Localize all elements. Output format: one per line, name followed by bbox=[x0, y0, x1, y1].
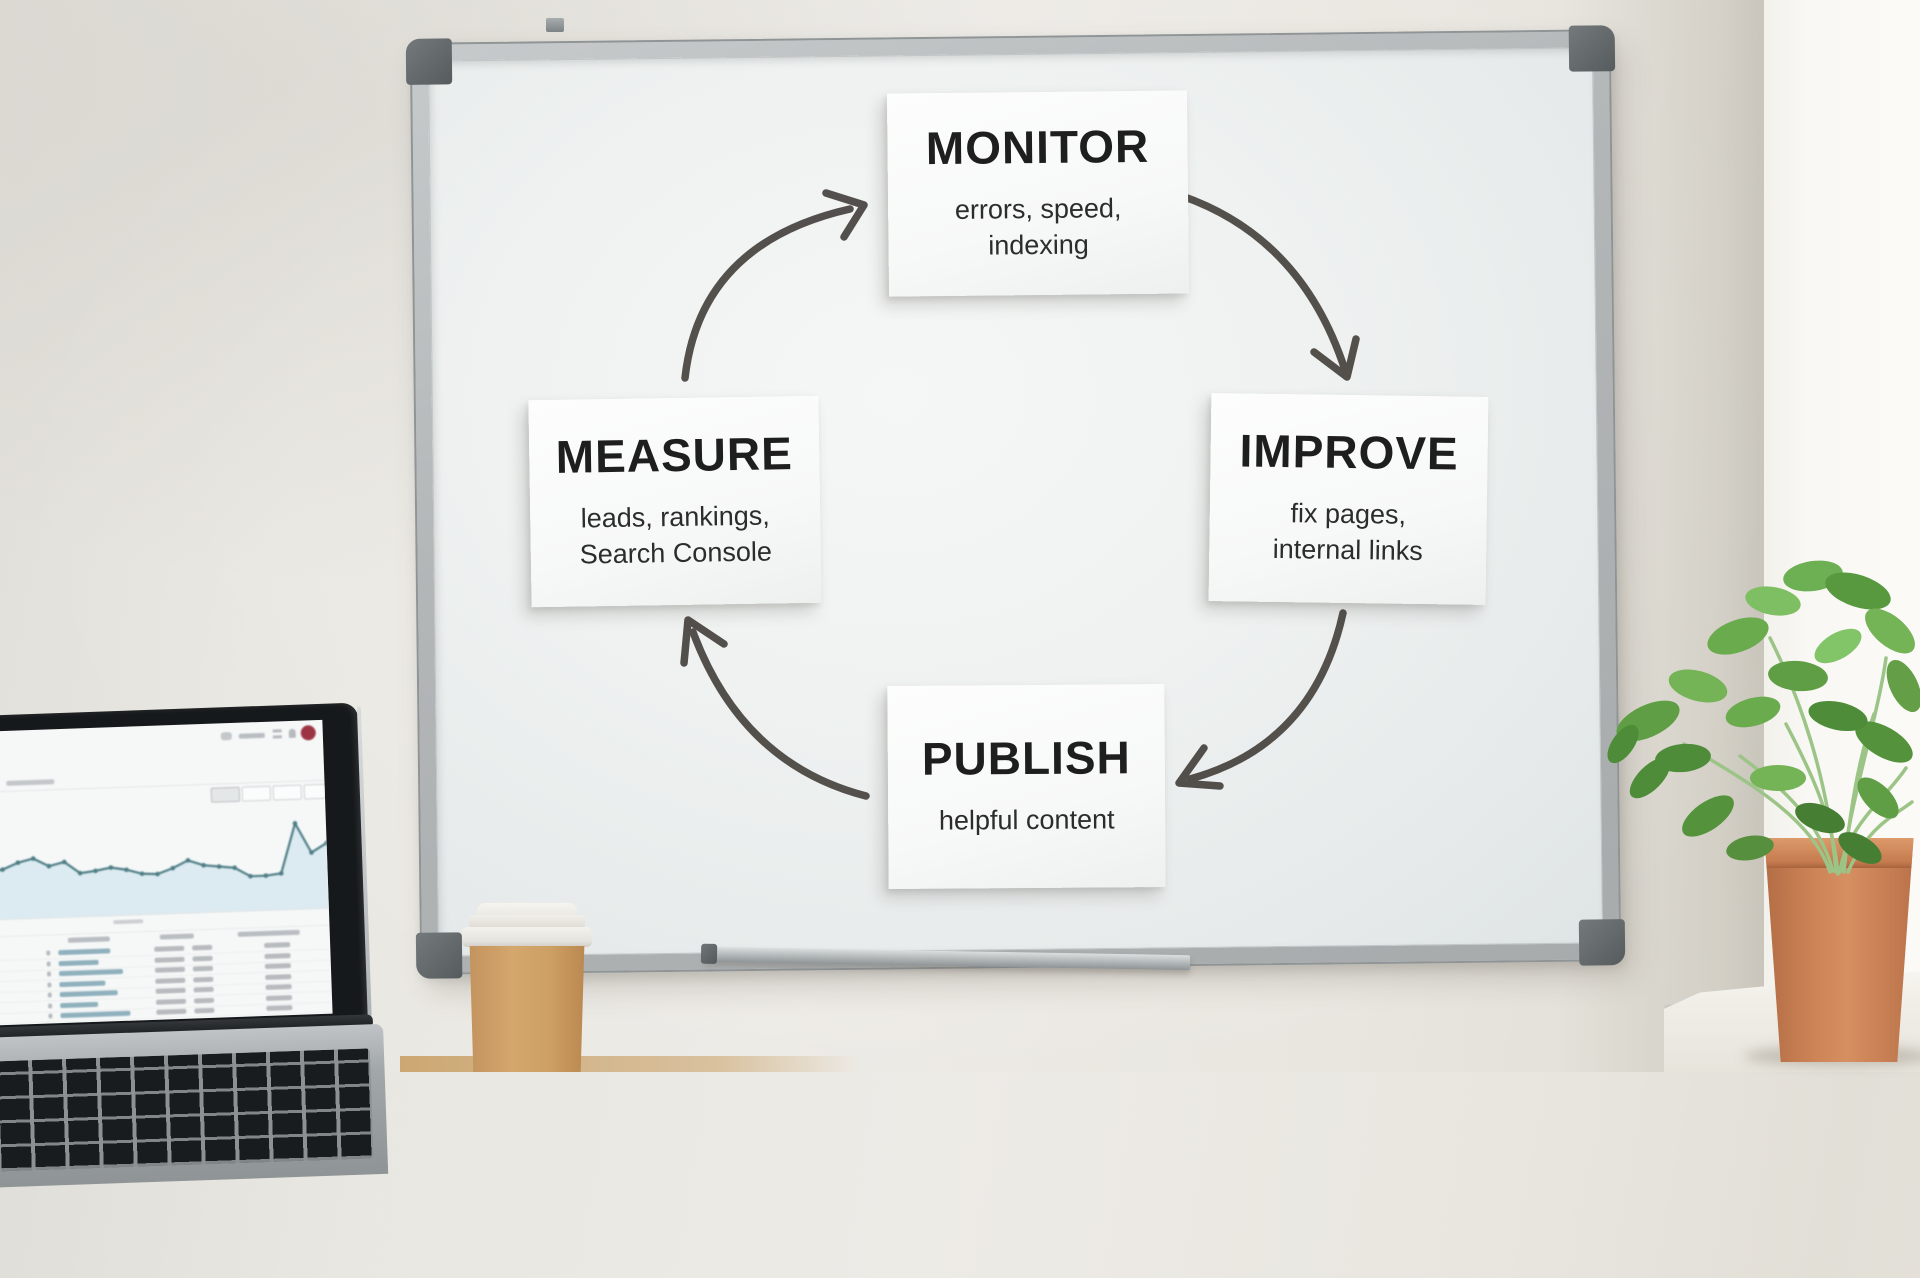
card-title: PUBLISH bbox=[921, 730, 1131, 785]
basil-leaves bbox=[1607, 560, 1920, 864]
frame-corner-cap bbox=[1568, 25, 1616, 72]
laptop-keyboard bbox=[0, 1048, 374, 1174]
laptop-keyboard-deck bbox=[0, 1023, 389, 1190]
tray-end-cap bbox=[700, 943, 718, 964]
feedback-icon bbox=[220, 731, 232, 741]
card-subtitle: errors, speed, indexing bbox=[954, 193, 1122, 261]
card-subtitle: fix pages, internal links bbox=[1272, 498, 1424, 567]
bell-icon bbox=[288, 728, 296, 738]
pot-rim bbox=[1764, 838, 1914, 868]
card-title: MEASURE bbox=[555, 427, 794, 483]
table-header-text bbox=[237, 929, 300, 937]
card-title: MONITOR bbox=[925, 119, 1150, 175]
axis-caption bbox=[113, 919, 144, 925]
laptop-edge-rim bbox=[356, 706, 372, 1017]
laptop-bezel bbox=[0, 702, 372, 1036]
cup-lid bbox=[469, 915, 585, 929]
card-improve: IMPROVE fix pages, internal links bbox=[1208, 393, 1489, 605]
card-title: IMPROVE bbox=[1239, 424, 1460, 480]
cup-lid bbox=[462, 927, 592, 947]
card-subtitle: leads, rankings, Search Console bbox=[579, 500, 773, 570]
table-header-text bbox=[159, 933, 194, 940]
toolbar-text bbox=[238, 732, 265, 739]
frame-corner-cap bbox=[1578, 919, 1626, 966]
analytics-line-chart bbox=[0, 808, 329, 922]
frame-corner-cap bbox=[405, 38, 453, 85]
range-chip bbox=[272, 784, 303, 801]
laptop-screen bbox=[0, 719, 333, 1028]
frame-corner-cap bbox=[415, 932, 463, 979]
tab-text bbox=[6, 779, 55, 786]
cup-body bbox=[469, 946, 585, 1072]
card-monitor: MONITOR errors, speed, indexing bbox=[886, 90, 1190, 297]
wall-mount-clip bbox=[546, 18, 564, 32]
card-publish: PUBLISH helpful content bbox=[887, 684, 1166, 889]
table-header-text bbox=[67, 936, 110, 943]
coffee-cup bbox=[462, 903, 592, 1072]
apps-grid-icon bbox=[272, 729, 282, 739]
range-chip bbox=[210, 786, 241, 803]
range-chip bbox=[303, 783, 327, 800]
range-chip bbox=[241, 785, 272, 802]
card-subtitle: helpful content bbox=[938, 804, 1115, 836]
laptop bbox=[0, 702, 389, 1278]
card-measure: MEASURE leads, rankings, Search Console bbox=[528, 395, 822, 608]
basil-plant bbox=[1607, 560, 1920, 876]
avatar bbox=[300, 725, 317, 741]
analytics-dashboard bbox=[0, 720, 333, 1028]
